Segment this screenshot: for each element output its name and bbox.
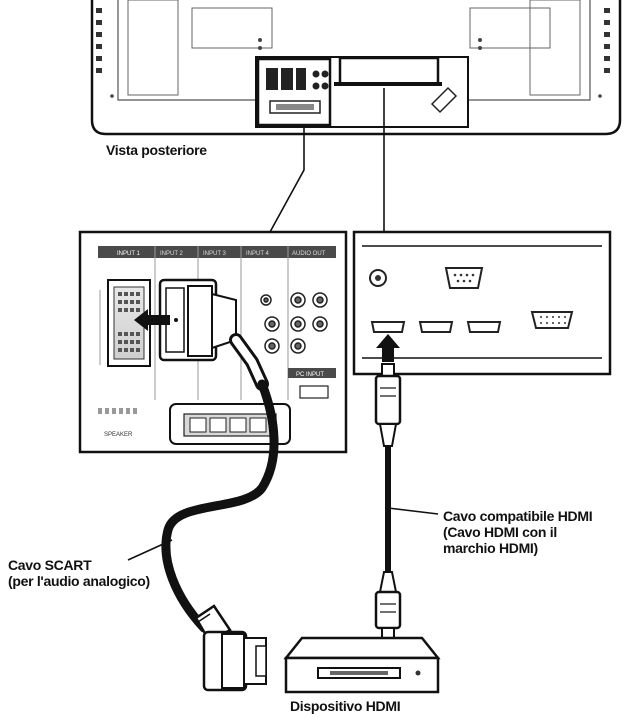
input-tabs: INPUT 1 INPUT 2 INPUT 3 INPUT 4 AUDIO OU… (117, 251, 326, 257)
terminal-panel-left: INPUT 1 INPUT 2 INPUT 3 INPUT 4 AUDIO OU… (78, 230, 348, 454)
vga-port (530, 311, 574, 329)
hdmi-device-label: Dispositivo HDMI (290, 698, 401, 714)
rs232-port (444, 267, 484, 289)
terminal-panel-right (352, 230, 612, 376)
speaker-terminals (169, 403, 291, 445)
arrow-left-icon (134, 309, 170, 331)
speaker-label: SPEAKER (104, 432, 133, 438)
hdmi-cable-label-line3: marchio HDMI) (443, 540, 538, 557)
hdmi-ports (370, 321, 502, 333)
rca-jacks (260, 292, 328, 354)
tab-input-3: INPUT 3 (203, 251, 227, 257)
tab-audio-out: AUDIO OUT (292, 251, 326, 257)
tab-input-2: INPUT 2 (160, 251, 184, 257)
tab-input-1: INPUT 1 (117, 251, 141, 257)
zoom-lines (269, 88, 385, 233)
tv-rear-view (90, 0, 622, 136)
hdmi-cable-label-line1: Cavo compatibile HDMI (443, 508, 593, 524)
hdmi-cable (374, 363, 402, 639)
hdmi-device (283, 636, 441, 694)
leader-lines (127, 507, 439, 561)
hdmi-cable-label: Cavo compatibile HDMI (Cavo HDMI con il … (443, 508, 593, 557)
scart-cable-label-line1: Cavo SCART (8, 557, 92, 573)
tab-input-4: INPUT 4 (246, 251, 270, 257)
pc-input-label: PC INPUT (296, 372, 324, 378)
rear-view-label: Vista posteriore (106, 142, 207, 158)
scart-cable (161, 333, 279, 692)
hdmi-cable-label-line2: (Cavo HDMI con il (443, 524, 557, 541)
scart-cable-label-line2: (per l'audio analogico) (8, 573, 150, 590)
scart-cable-label: Cavo SCART (per l'audio analogico) (8, 557, 150, 589)
arrow-up-icon (376, 334, 400, 362)
